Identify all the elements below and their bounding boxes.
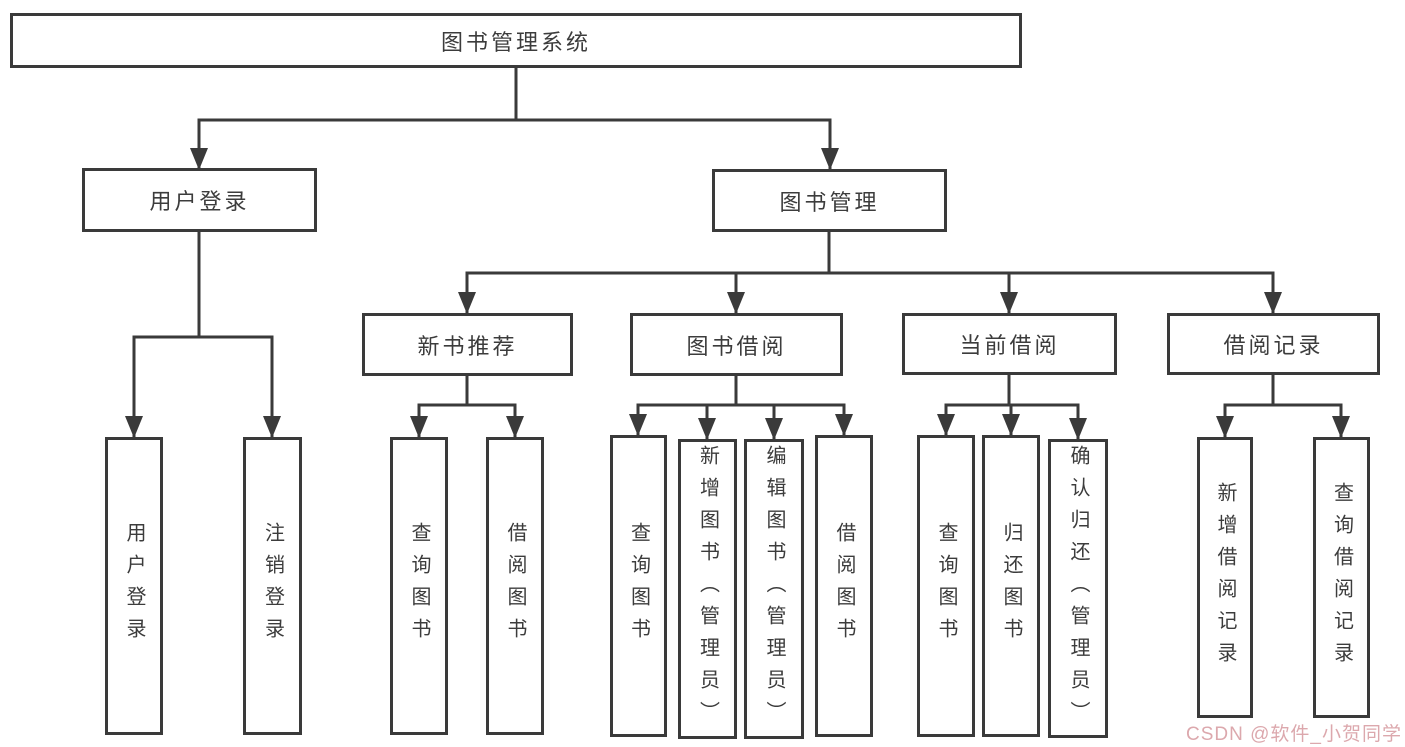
- node-book-borrowing: 图书借阅: [630, 313, 843, 376]
- node-user-login: 用户登录: [82, 168, 317, 232]
- node-current-borrowing: 当前借阅: [902, 313, 1117, 375]
- leaf-borrow-books-recommend: 借阅图书: [486, 437, 544, 735]
- leaf-logout: 注销登录: [243, 437, 302, 735]
- node-library-management-system: 图书管理系统: [10, 13, 1022, 68]
- node-book-management: 图书管理: [712, 169, 947, 232]
- leaf-query-books-current: 查询图书: [917, 435, 975, 737]
- leaf-query-borrow-record: 查询借阅记录: [1313, 437, 1370, 718]
- leaf-query-books-borrowing: 查询图书: [610, 435, 667, 737]
- watermark: CSDN @软件_小贺同学: [1186, 724, 1402, 745]
- leaf-confirm-return-admin: 确认归还（管理员）: [1048, 439, 1108, 738]
- node-borrowing-records: 借阅记录: [1167, 313, 1380, 375]
- leaf-add-borrow-record: 新增借阅记录: [1197, 437, 1253, 718]
- leaf-borrow-books-borrowing: 借阅图书: [815, 435, 873, 737]
- leaf-user-login: 用户登录: [105, 437, 163, 735]
- leaf-return-books: 归还图书: [982, 435, 1040, 737]
- node-new-book-recommendation: 新书推荐: [362, 313, 573, 376]
- leaf-query-books-recommend: 查询图书: [390, 437, 448, 735]
- leaf-add-book-admin: 新增图书（管理员）: [678, 439, 737, 739]
- leaf-edit-book-admin: 编辑图书（管理员）: [744, 439, 804, 739]
